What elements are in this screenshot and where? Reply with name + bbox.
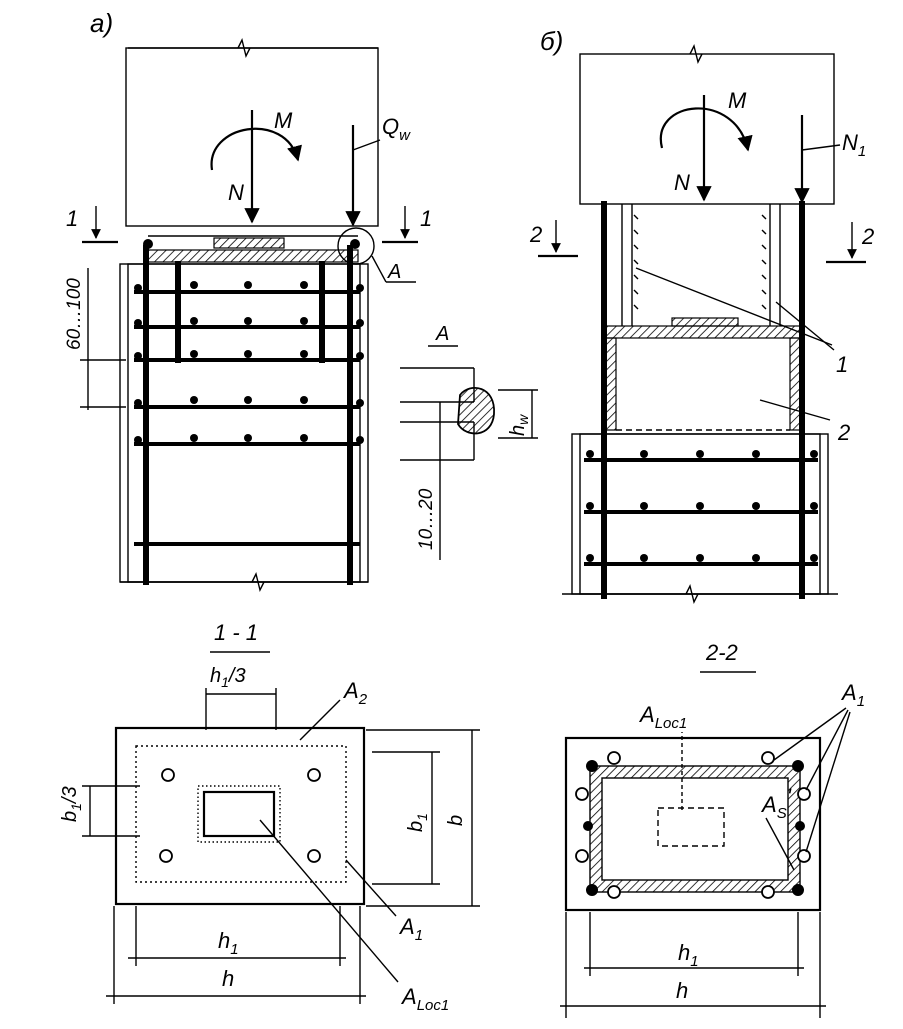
figure-a-label: а): [90, 8, 113, 38]
cage-top-b: [603, 325, 803, 339]
corner-bars-2-2: [583, 760, 805, 896]
section-1-1-title: 1 - 1: [214, 620, 258, 645]
force-leader-b: [801, 144, 841, 151]
bolt-hole-3: [159, 849, 173, 863]
section-number-1-right: 1: [420, 206, 432, 231]
detail-A: A hw 10…20: [400, 323, 538, 560]
a1-leader-2-2-b: [805, 709, 849, 791]
local-bearing-area: [657, 807, 725, 847]
gap-dim-label: 10…20: [416, 488, 437, 550]
cage-left-b: [603, 337, 617, 431]
callout-leader-1a: [635, 267, 833, 346]
distribution-plate-outline: [135, 745, 347, 883]
h1-label: h1: [218, 928, 239, 958]
figure-a: а) M N Qw 1 1 A: [64, 8, 432, 593]
left-dim-label: b1/3: [59, 786, 84, 822]
h1-label-2-2: h1: [678, 940, 699, 970]
section-number-2-right: 2: [861, 224, 874, 249]
detail-leader-a: [371, 255, 387, 283]
aloc-label-2-2: ALoc1: [638, 702, 687, 732]
h-label-2-2: h: [676, 978, 688, 1003]
bearing-plate-a: [213, 237, 285, 249]
column-outline-2-2: [564, 736, 822, 912]
lower-column-core-a: [127, 263, 361, 583]
spacing-dim-label-a: 60…100: [64, 278, 85, 350]
a1-leader: [345, 859, 397, 917]
b-label: b: [445, 815, 467, 826]
cage-inner-area: [601, 777, 789, 881]
detail-title: A: [435, 323, 449, 345]
detail-marker-a: A: [387, 261, 401, 283]
a1-leader-2-2-a: [773, 707, 847, 761]
a1-label: A1: [398, 914, 423, 944]
a1-label-2-2: A1: [840, 680, 865, 710]
axial-force-label-b: N: [674, 170, 690, 195]
upper-column-b: [579, 53, 835, 205]
section-number-2-left: 2: [529, 222, 542, 247]
callout-1: 1: [836, 352, 848, 377]
bolt-hole-4: [307, 849, 321, 863]
aloc-label: ALoc1: [400, 984, 449, 1014]
section-2-2-title: 2-2: [705, 640, 738, 665]
bearing-area-ticks: [197, 785, 281, 843]
break-symbol-bottom-b: [685, 583, 699, 605]
moment-label-a: M: [274, 108, 293, 133]
section-2-2: 2-2 ALoc1 A1 AS' h1 h: [560, 640, 865, 1018]
figure-b: б) M N N1 2 2 1 2: [529, 26, 874, 605]
distribution-plate-a: [147, 249, 359, 263]
section-number-1-left: 1: [66, 206, 78, 231]
top-dim-label: h1/3: [210, 665, 246, 690]
moment-arrow-b: [659, 107, 753, 152]
open-bars-2-2: [575, 751, 811, 899]
mesh-dots-b: [586, 450, 818, 562]
bolt-hole-1: [161, 768, 175, 782]
bearing-plate-b: [671, 317, 739, 327]
weld-ticks-right-b: [761, 214, 767, 310]
figure-b-label: б): [540, 26, 563, 56]
lower-column-a: [119, 263, 369, 583]
callout-2: 2: [837, 420, 850, 445]
weld-ticks-left-b: [633, 214, 639, 310]
axial-force-label-a: N: [228, 180, 244, 205]
a2-leader: [299, 699, 341, 741]
shear-force-label-a: Qw: [382, 114, 411, 144]
bearing-area-outline: [202, 790, 276, 838]
weld-height-label: hw: [507, 414, 531, 436]
h-label: h: [222, 966, 234, 991]
section-1-1: 1 - 1 h1/3 b1/3 A2 A1 ALoc1 b1 b: [59, 620, 480, 1014]
aloc-leader: [259, 819, 399, 983]
break-symbol-bottom-a: [251, 571, 265, 593]
callout-leader-2: [759, 399, 831, 421]
a1-leader-2-2-c: [805, 711, 851, 853]
as-leader-2-2: [765, 817, 795, 871]
as-label-2-2: AS': [760, 784, 792, 822]
force-label-b: N1: [842, 130, 866, 160]
mesh-dots-a: [134, 281, 364, 444]
bolt-hole-2: [307, 768, 321, 782]
a2-label: A2: [342, 678, 368, 708]
shear-leader-a: [352, 139, 381, 151]
column-outline-1-1: [114, 726, 366, 906]
b1-label: b1: [405, 813, 430, 832]
upper-column-a: [125, 47, 379, 227]
cage-right-b: [789, 337, 803, 431]
break-symbol-b: [689, 43, 703, 65]
moment-arrow-a: [210, 127, 302, 171]
weld-bead: [457, 387, 495, 435]
callout-leader-1b: [775, 301, 835, 351]
moment-label-b: M: [728, 88, 747, 113]
